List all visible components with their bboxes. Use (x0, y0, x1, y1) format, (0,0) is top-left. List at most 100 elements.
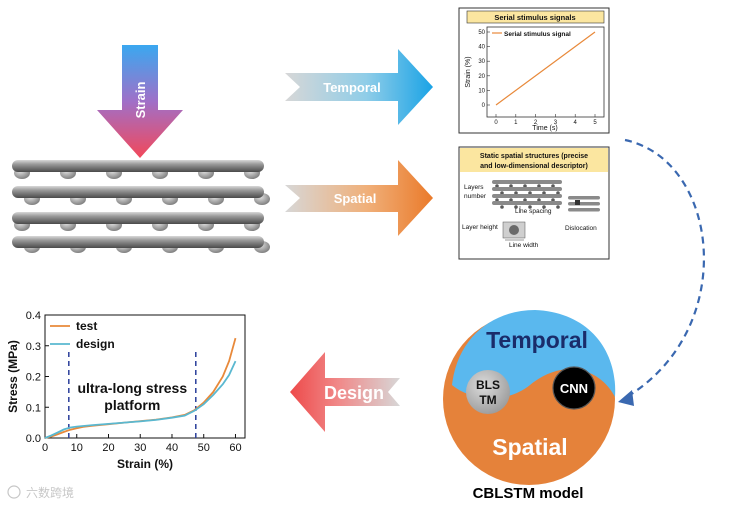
design-arrow-label: Design (324, 383, 384, 403)
mini-line-width-illustration (502, 221, 526, 241)
mini-rod-end (542, 205, 546, 209)
chart-frame (44, 314, 246, 439)
strain-arrow-label: Strain (133, 82, 148, 119)
signal-y-tick-label: 20 (478, 74, 485, 80)
dashed-flow-arrow (618, 138, 706, 406)
label-layers: Layers (464, 184, 484, 191)
mini-rod-end (495, 184, 499, 188)
temporal-arrow-label: Temporal (323, 80, 381, 95)
mini-rod (568, 202, 600, 206)
x-tick-label: 0 (42, 442, 48, 454)
lattice-rod (12, 236, 264, 248)
x-tick-label: 10 (71, 442, 83, 454)
mini-rod-end (556, 205, 560, 209)
chart-annotation-line2: platform (104, 397, 160, 413)
spatial-panel-title-bar (460, 148, 608, 172)
signal-y-tick-label: 30 (478, 59, 485, 65)
mini-lattice-illustration (492, 180, 562, 210)
signal-x-tick-label: 0 (494, 120, 498, 126)
label-number: number (464, 193, 487, 200)
x-tick-label: 50 (198, 442, 210, 454)
lattice-rod (12, 160, 264, 172)
watermark-logo-icon (7, 485, 21, 499)
mini-rod-end (528, 205, 532, 209)
signal-line (495, 31, 596, 106)
strain-arrow: Strain (97, 45, 183, 158)
mini-rod (568, 196, 600, 200)
lattice-structure-illustration (12, 160, 270, 253)
signal-ylabel: Strain (%) (465, 56, 472, 87)
mini-rod (492, 187, 562, 191)
chart-xlabel: Strain (%) (117, 457, 173, 471)
watermark: 六数跨境 (7, 485, 74, 500)
signal-x-tick-label: 2 (534, 120, 538, 126)
lattice-rod (12, 212, 264, 224)
cnn-label: CNN (560, 381, 588, 396)
x-tick-label: 60 (229, 442, 241, 454)
model-caption: CBLSTM model (473, 485, 584, 502)
label-layer-height: Layer height (462, 224, 498, 231)
bls-label-1: BLS (476, 378, 500, 392)
mini-rod-end (495, 198, 499, 202)
design-arrow: Design (290, 352, 400, 432)
mini-rod-end (509, 184, 513, 188)
mini-rod (492, 201, 562, 205)
mini-rod (568, 208, 600, 212)
series-line-design (44, 360, 237, 439)
x-tick-label: 20 (102, 442, 114, 454)
label-dislocation: Dislocation (565, 225, 597, 232)
mini-rod-end (528, 191, 532, 195)
watermark-text: 六数跨境 (26, 485, 74, 500)
signal-x-tick-label: 4 (574, 120, 578, 126)
signal-x-tick-label: 5 (593, 120, 597, 126)
y-tick-label: 0.4 (26, 310, 41, 322)
spatial-arrow: Spatial (285, 160, 433, 236)
label-line-spacing: Line spacing (515, 208, 552, 215)
spatial-structures-panel: Static spatial structures (precise and l… (458, 146, 610, 260)
mini-dislocation-illustration (568, 196, 600, 212)
mini-rod-end (537, 184, 541, 188)
temporal-arrow: Temporal (285, 49, 433, 125)
signal-plot-frame (486, 26, 605, 118)
signal-panel-title-bar (466, 10, 605, 24)
chart-ylabel: Stress (MPa) (6, 340, 20, 413)
y-tick-label: 0.2 (26, 372, 41, 384)
mini-rod-end (523, 184, 527, 188)
mini-rod-end (514, 205, 518, 209)
mini-rod (492, 194, 562, 198)
chart-annotation-line1: ultra-long stress (77, 380, 187, 396)
signal-x-tick-label: 1 (514, 120, 518, 126)
signal-legend-label: Serial stimulus signal (504, 31, 571, 38)
bls-label-2: TM (479, 393, 496, 407)
x-tick-label: 40 (166, 442, 178, 454)
mini-rod-end (500, 191, 504, 195)
signal-y-tick-label: 40 (478, 45, 485, 51)
mini-rod-end (556, 191, 560, 195)
lattice-rod (12, 186, 264, 198)
signal-panel-title: Serial stimulus signals (494, 13, 575, 22)
y-tick-label: 0.1 (26, 402, 41, 414)
mini-marker (575, 200, 580, 205)
legend-label-design: design (76, 337, 115, 351)
signal-panel: Serial stimulus signals Serial stimulus … (458, 7, 610, 134)
mini-rod-end (509, 225, 519, 235)
mini-rod-end (537, 198, 541, 202)
x-tick-label: 30 (134, 442, 146, 454)
signal-xlabel: Time (s) (532, 125, 557, 132)
mini-rod-end (514, 191, 518, 195)
y-tick-label: 0.3 (26, 341, 41, 353)
label-line-width: Line width (509, 242, 539, 249)
mini-rod-end (551, 184, 555, 188)
model-temporal-label: Temporal (486, 327, 588, 353)
y-tick-label: 0.0 (26, 433, 41, 445)
legend-label-test: test (76, 319, 97, 333)
mini-rod (492, 180, 562, 184)
signal-y-tick-label: 0 (482, 103, 486, 109)
model-spatial-label: Spatial (492, 434, 567, 460)
mini-rod-end (500, 205, 504, 209)
cblstm-model-diagram: Temporal Spatial CNN BLS TM (443, 310, 616, 485)
